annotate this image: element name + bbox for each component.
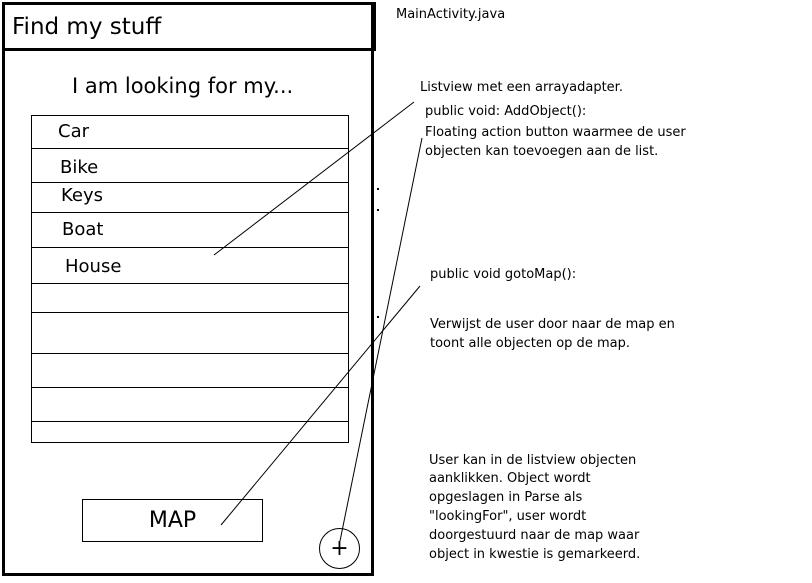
stray-mark xyxy=(377,209,379,211)
goto-map-desc-1: Verwijst de user door naar de map en xyxy=(430,317,675,332)
list-item-bike[interactable]: Bike xyxy=(60,157,99,178)
add-object-fab[interactable]: + xyxy=(319,528,360,569)
list-divider xyxy=(31,283,349,284)
listview-note: Listview met een arrayadapter. xyxy=(420,80,623,95)
object-listview xyxy=(31,115,349,443)
list-divider xyxy=(31,182,349,183)
list-heading: I am looking for my... xyxy=(72,74,294,98)
map-button-label: MAP xyxy=(148,508,197,533)
list-divider xyxy=(31,353,349,354)
list-divider xyxy=(31,247,349,248)
list-divider xyxy=(31,421,349,422)
list-item-car[interactable]: Car xyxy=(58,121,89,142)
app-title: Find my stuff xyxy=(12,14,162,40)
stray-mark xyxy=(377,316,379,318)
add-object-desc-1: Floating action button waarmee de user xyxy=(425,125,686,140)
map-connector xyxy=(220,285,421,526)
plus-icon: + xyxy=(330,535,349,561)
list-divider xyxy=(31,387,349,388)
click-note-1: User kan in de listview objecten xyxy=(429,453,637,468)
click-note-2: aanklikken. Object wordt xyxy=(429,471,591,486)
map-button[interactable]: MAP xyxy=(82,499,263,542)
click-note-4: "lookingFor", user wordt xyxy=(429,509,587,524)
listview-connector xyxy=(213,101,415,256)
add-object-desc-2: objecten kan toevoegen aan de list. xyxy=(425,144,659,159)
stray-mark xyxy=(377,188,379,190)
click-note-3: opgeslagen in Parse als xyxy=(429,490,583,505)
click-note-6: object in kwestie is gemarkeerd. xyxy=(429,547,641,562)
goto-map-desc-2: toont alle objecten op de map. xyxy=(430,336,630,351)
click-note-5: doorgestuurd naar de map waar xyxy=(429,528,640,543)
list-divider xyxy=(31,148,349,149)
list-item-boat[interactable]: Boat xyxy=(62,219,104,240)
app-title-bar xyxy=(2,2,376,51)
list-divider xyxy=(31,312,349,313)
list-item-keys[interactable]: Keys xyxy=(61,185,104,206)
add-object-signature: public void: AddObject(): xyxy=(425,104,587,119)
file-label: MainActivity.java xyxy=(396,7,506,22)
goto-map-signature: public void gotoMap(): xyxy=(430,267,577,282)
list-item-house[interactable]: House xyxy=(65,256,122,277)
fab-connector xyxy=(339,137,423,542)
list-divider xyxy=(31,212,349,213)
